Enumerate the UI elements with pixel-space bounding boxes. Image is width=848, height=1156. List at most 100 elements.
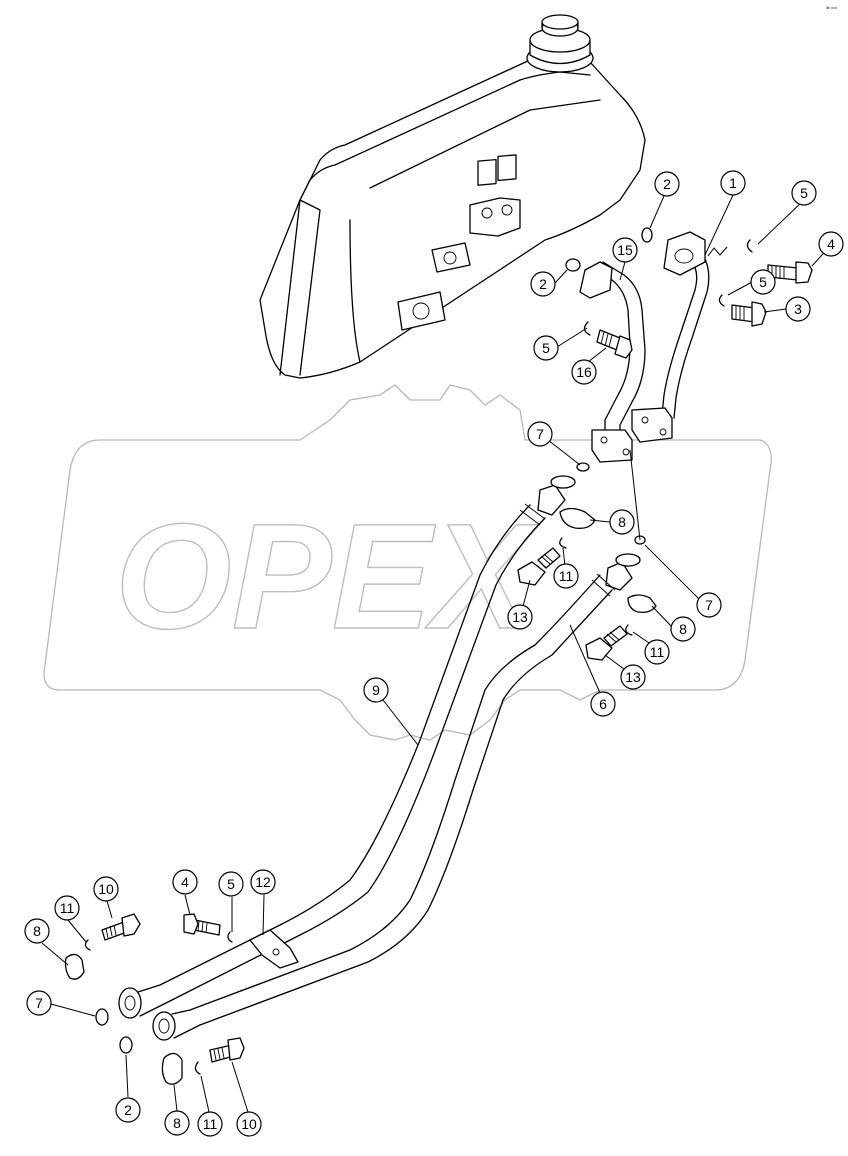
pipe-15-flange — [579, 261, 613, 299]
oring-2-left — [565, 258, 581, 272]
callout-11-bl-upper: 11 — [54, 895, 80, 921]
svg-text:3: 3 — [794, 301, 802, 317]
svg-text:11: 11 — [60, 900, 75, 916]
bolt-4-lower — [183, 913, 221, 936]
callout-8-upper: 8 — [609, 509, 635, 535]
svg-text:12: 12 — [255, 874, 271, 890]
callout-7-bottom: 7 — [26, 990, 52, 1016]
svg-text:2: 2 — [539, 276, 547, 292]
clamp-8-mid — [627, 594, 657, 614]
washer-5-upper — [746, 239, 753, 253]
svg-text:4: 4 — [181, 874, 189, 890]
svg-text:8: 8 — [679, 621, 687, 637]
callout-16: 16 — [571, 359, 597, 385]
pipe-15-block — [591, 429, 633, 463]
tank-flange-lower — [397, 291, 446, 331]
svg-text:10: 10 — [98, 881, 114, 897]
callout-5-left: 5 — [533, 335, 559, 361]
pipe-9-end-flange — [550, 475, 576, 489]
svg-text:7: 7 — [536, 426, 544, 442]
watermark: OPEX — [43, 384, 772, 741]
callout-7-upper: 7 — [527, 421, 553, 447]
callout-5-lower: 5 — [218, 871, 244, 897]
fuel-tank — [259, 14, 646, 379]
svg-text:5: 5 — [227, 876, 235, 892]
callout-5-upper: 5 — [791, 180, 817, 206]
pipe-end-upper — [118, 987, 142, 1019]
callout-8-bl-upper: 8 — [24, 918, 50, 944]
callout-15: 15 — [612, 237, 638, 263]
svg-text:2: 2 — [124, 1102, 132, 1118]
outlet-pipe-15 — [579, 261, 646, 463]
oring-2-right — [641, 227, 653, 243]
callout-10-lower: 10 — [236, 1111, 262, 1137]
callout-13-upper: 13 — [507, 604, 533, 630]
svg-text:1: 1 — [729, 175, 737, 191]
clamp-8-bl-upper — [64, 953, 85, 980]
pipe-end-lower — [152, 1011, 176, 1041]
callout-6: 6 — [590, 691, 616, 717]
callout-2-bottom: 2 — [115, 1097, 141, 1123]
callout-7-right: 7 — [696, 592, 722, 618]
svg-text:13: 13 — [625, 669, 641, 685]
oring-7-upper — [576, 462, 590, 472]
bolt-16 — [596, 329, 633, 359]
washer-5-mid — [718, 294, 725, 307]
callout-3: 3 — [785, 296, 811, 322]
pipe-9-end-fitting — [537, 484, 566, 516]
svg-text:11: 11 — [559, 568, 574, 584]
callout-1: 1 — [720, 170, 746, 196]
svg-text:10: 10 — [241, 1116, 257, 1132]
tank-flange-middle — [431, 242, 471, 273]
callout-12: 12 — [250, 869, 276, 895]
pipe-9 — [159, 475, 576, 1001]
bolt-3 — [731, 301, 767, 327]
svg-text:8: 8 — [173, 1115, 181, 1131]
callout-11-bl-lower: 11 — [197, 1111, 223, 1137]
pipe-6-end-flange — [615, 553, 641, 567]
svg-text:11: 11 — [650, 644, 665, 660]
clamp-8-bl-lower — [161, 1052, 183, 1085]
callout-9: 9 — [363, 677, 389, 703]
bolt-13-lower — [585, 625, 628, 661]
svg-text:11: 11 — [203, 1116, 218, 1132]
outlet-pipe-1 — [631, 231, 710, 443]
tank-body — [259, 54, 646, 379]
callout-10-upper: 10 — [93, 876, 119, 902]
svg-text:2: 2 — [663, 176, 671, 192]
tank-side-face — [279, 199, 321, 376]
pipe-ends-bottom — [118, 984, 201, 1041]
svg-text:13: 13 — [512, 609, 528, 625]
svg-text:9: 9 — [372, 682, 380, 698]
clamp-8-upper — [559, 507, 596, 529]
svg-text:5: 5 — [800, 185, 808, 201]
callout-8-bl-lower: 8 — [164, 1110, 190, 1136]
pipe-6 — [189, 553, 641, 1026]
svg-text:8: 8 — [618, 514, 626, 530]
bolt-4-upper — [767, 261, 813, 284]
bolt-10-upper — [101, 913, 141, 941]
bolt-13-upper — [517, 547, 561, 586]
callout-8-mid: 8 — [670, 616, 696, 642]
pipe-1-block — [631, 407, 673, 443]
washer-11-bl-upper — [84, 939, 91, 951]
bolt-10-lower — [209, 1037, 245, 1063]
callout-11-upper: 11 — [553, 563, 579, 589]
tank-flange-upper — [469, 154, 521, 237]
filler-cap-knob-top — [541, 14, 579, 30]
watermark-text: OPEX — [115, 492, 540, 660]
washer-11-bl-lower — [194, 1061, 201, 1075]
tank-front-edge — [299, 79, 521, 201]
watermark-gear-outline — [43, 384, 772, 741]
callout-2-tank-right: 2 — [654, 171, 680, 197]
callout-4-upper: 4 — [818, 231, 844, 257]
svg-text:4: 4 — [827, 236, 835, 252]
washer-11-upper — [559, 537, 567, 549]
svg-text:7: 7 — [35, 995, 43, 1011]
svg-text:5: 5 — [542, 340, 550, 356]
callout-13-lower: 13 — [620, 664, 646, 690]
bracket-12 — [249, 929, 299, 969]
svg-text:6: 6 — [599, 696, 607, 712]
